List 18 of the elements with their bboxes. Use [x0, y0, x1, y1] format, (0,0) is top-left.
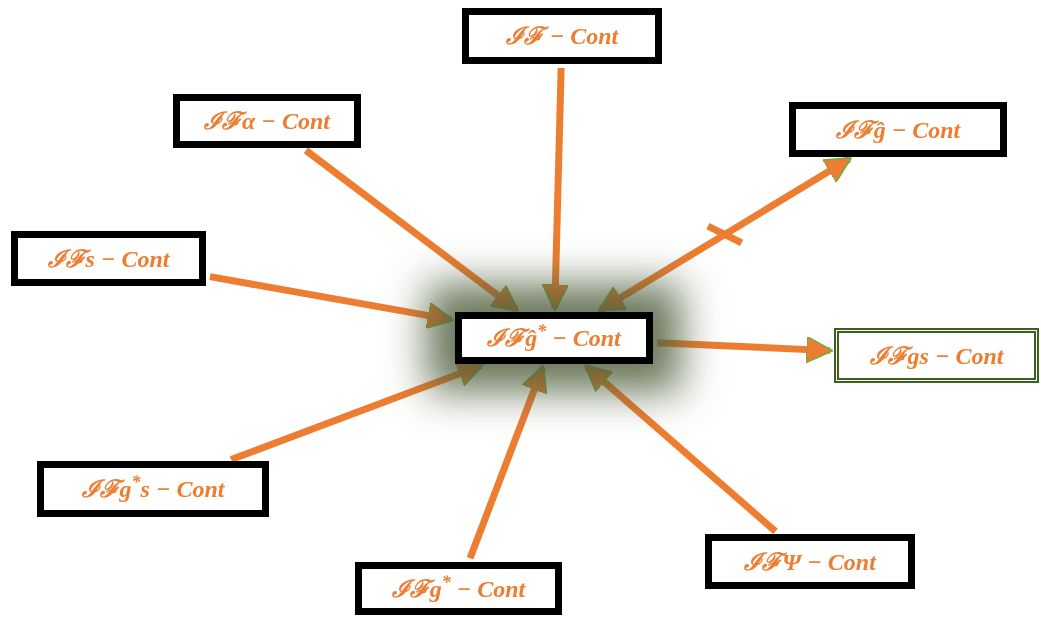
- concept-box: [705, 534, 915, 589]
- box-label: ℐℱs − Cont: [47, 246, 170, 271]
- concept-box: [173, 94, 361, 148]
- box-label: ℐℱgs − Cont: [869, 343, 1004, 368]
- box-label: ℐℱΨ − Cont: [744, 549, 876, 574]
- box-label: ℐℱĝ$^{*}$ − Cont: [487, 326, 621, 350]
- box-label: ℐℱĝ − Cont: [835, 117, 961, 142]
- concept-box: [11, 231, 206, 286]
- concept-box: [355, 562, 562, 615]
- box-label: ℐℱ − Cont: [505, 24, 619, 48]
- concept-box: [834, 328, 1039, 383]
- concept-box: [789, 102, 1007, 157]
- concept-box: [462, 8, 662, 64]
- box-label: ℐℱα − Cont: [204, 109, 330, 133]
- box-label: ℐℱg$^{*}$s − Cont: [81, 477, 225, 501]
- concept-box: [455, 312, 653, 364]
- box-label: ℐℱg$^{*}$ − Cont: [391, 576, 526, 601]
- concept-box: [37, 461, 269, 517]
